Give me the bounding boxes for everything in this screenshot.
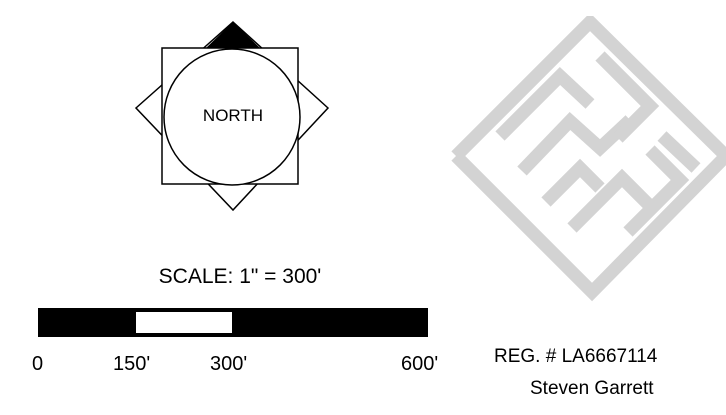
scale-tick-300: 300' [210,353,248,375]
north-circle [163,48,301,186]
scale-bar [38,308,428,337]
registrant-name: Steven Garrett [530,378,654,399]
scale-tick-150: 150' [113,353,151,375]
north-tip [206,22,260,48]
watermark-seal [451,16,726,302]
scale-segment-300-600 [232,308,428,337]
scale-segment-0-150 [38,308,136,337]
scale-title: SCALE: 1" = 300' [158,265,322,288]
scale-tick-0: 0 [32,353,44,375]
scale-tick-600: 600' [401,353,439,375]
north-arrow [134,20,330,212]
scale-segment-150-300 [136,308,232,337]
north-label: NORTH [202,106,264,125]
registration-number: REG. # LA6667114 [494,346,658,367]
